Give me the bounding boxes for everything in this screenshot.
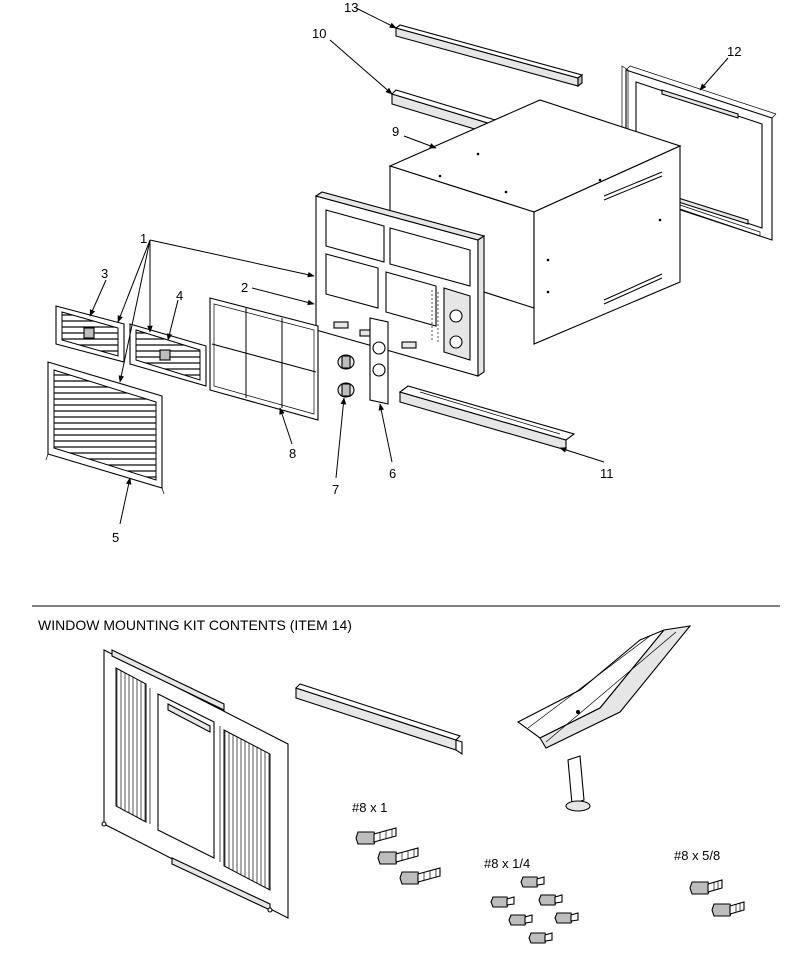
callout-5: 5 [112, 530, 119, 545]
leader-lines [89, 7, 729, 525]
screw-icon [377, 847, 419, 865]
screw-icon [490, 896, 515, 908]
callout-13: 13 [344, 0, 358, 15]
screw-label-8x1-4: #8 x 1/4 [484, 856, 530, 871]
callout-4: 4 [176, 288, 183, 303]
part-5-front-grille [45, 361, 165, 495]
callout-3: 3 [101, 266, 108, 281]
callout-1: 1 [140, 231, 147, 246]
callout-8: 8 [289, 446, 296, 461]
screws-8x1 [355, 827, 441, 885]
screw-icon [528, 932, 553, 944]
screw-icon [554, 912, 579, 924]
part-7-knobs [337, 354, 355, 398]
callout-2: 2 [241, 280, 248, 295]
screw-icon [520, 876, 545, 888]
kit-rail [294, 683, 463, 756]
part-2-front-panel [314, 191, 486, 378]
kit-window-panel [101, 649, 289, 919]
callout-10: 10 [312, 26, 326, 41]
screw-icon [508, 914, 533, 926]
screw-icon [399, 867, 441, 885]
kit-support-bracket [516, 625, 692, 749]
part-3-louver-left [55, 305, 125, 363]
screw-icon [355, 827, 397, 845]
kit-leveling-bolt [565, 755, 591, 812]
screw-label-8x1: #8 x 1 [352, 800, 387, 815]
screw-icon [689, 879, 723, 895]
callout-6: 6 [389, 466, 396, 481]
screw-icon [711, 901, 745, 917]
screws-8x1-4 [490, 876, 579, 944]
part-4-louver-right [129, 323, 207, 387]
kit-title: WINDOW MOUNTING KIT CONTENTS (ITEM 14) [38, 617, 352, 633]
callout-7: 7 [332, 482, 339, 497]
part-13-top-rail [394, 24, 584, 88]
screws-8x5-8 [689, 879, 745, 917]
part-6-control-plate [369, 317, 389, 405]
screw-icon [538, 894, 563, 906]
callout-9: 9 [392, 124, 399, 139]
callout-11: 11 [600, 466, 614, 481]
part-11-bottom-rail [398, 385, 576, 451]
screw-label-8x5-8: #8 x 5/8 [674, 848, 720, 863]
part-8-filter [209, 297, 319, 421]
callout-12: 12 [727, 44, 741, 59]
callout-labels: 13 10 12 9 1 2 3 4 8 7 6 11 5 [101, 0, 741, 545]
